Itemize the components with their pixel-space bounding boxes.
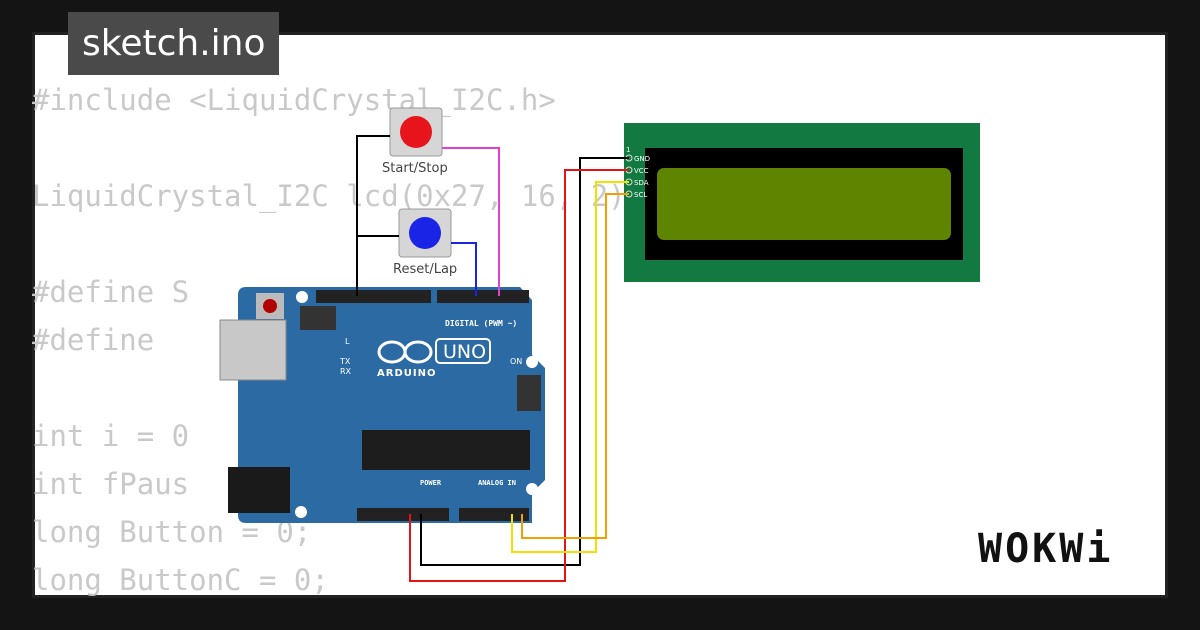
arduino-uno-board[interactable]: DIGITAL (PWM ~) ANALOG IN POWER ON L TX … <box>219 287 545 523</box>
button-reset-lap[interactable]: Reset/Lap <box>393 208 457 277</box>
atmega-chip <box>362 430 530 470</box>
code-line: long Button = 0; <box>32 515 312 549</box>
button-start-cap <box>400 116 432 148</box>
digital-label: DIGITAL (PWM ~) <box>445 319 517 328</box>
led-l-label: L <box>345 337 350 346</box>
button-reset-label: Reset/Lap <box>393 262 457 277</box>
lcd-screen <box>657 168 951 240</box>
digital-header <box>316 290 529 303</box>
uno-logo-text: UNO <box>443 341 486 363</box>
usb-port <box>219 319 287 381</box>
mounting-hole <box>296 291 308 303</box>
wire-lcd-sda <box>511 181 629 553</box>
code-line: int i = 0 <box>32 419 190 453</box>
reset-button-cap <box>263 299 277 313</box>
wire-lcd-vcc <box>409 169 629 582</box>
lcd-pin-gnd: GND <box>634 155 650 163</box>
icsp-header <box>300 306 336 330</box>
lcd-pin-vcc: VCC <box>634 167 649 175</box>
uno-badge <box>435 338 491 364</box>
mounting-hole <box>295 506 307 518</box>
power-label: POWER <box>420 479 442 487</box>
led-rx-label: RX <box>340 367 352 376</box>
code-background: #include <LiquidCrystal_I2C.h>LiquidCrys… <box>32 76 643 604</box>
on-label: ON <box>510 357 522 366</box>
wire-start-pin2 <box>442 147 500 296</box>
button-start-stop[interactable]: Start/Stop <box>382 107 448 176</box>
button-reset-cap <box>409 217 441 249</box>
code-line: long ButtonC = 0; <box>32 563 329 597</box>
icsp-header-2 <box>517 375 541 411</box>
wire-reset-pin3 <box>451 242 477 296</box>
wire-lcd-scl <box>521 193 629 539</box>
led-tx-label: TX <box>339 357 351 366</box>
lcd-pin-sda: SDA <box>634 179 649 187</box>
lcd-pin-scl: SCL <box>634 191 647 199</box>
lcd-module[interactable]: 1 GND VCC SDA SCL <box>624 123 980 282</box>
wokwi-logo: WOKWi <box>978 526 1114 572</box>
button-start-label: Start/Stop <box>382 161 448 176</box>
mounting-hole <box>526 483 538 495</box>
power-header <box>357 508 449 521</box>
wire-lcd-gnd <box>420 157 629 566</box>
mounting-hole <box>526 356 538 368</box>
arduino-logo-icon <box>377 340 433 364</box>
sketch-filename-tab[interactable]: sketch.ino <box>68 12 280 75</box>
analog-label: ANALOG IN <box>478 479 516 487</box>
arduino-brand-text: ARDUINO <box>377 368 436 379</box>
power-jack <box>228 467 290 513</box>
code-line: #define S <box>32 275 190 309</box>
code-line: #include <LiquidCrystal_I2C.h> <box>32 83 556 117</box>
analog-header <box>459 508 529 521</box>
code-line: int fPaus <box>32 467 190 501</box>
wire-button-ground-bus <box>356 135 399 237</box>
code-line: #define <box>32 323 155 357</box>
lcd-pin-index: 1 <box>626 146 630 154</box>
